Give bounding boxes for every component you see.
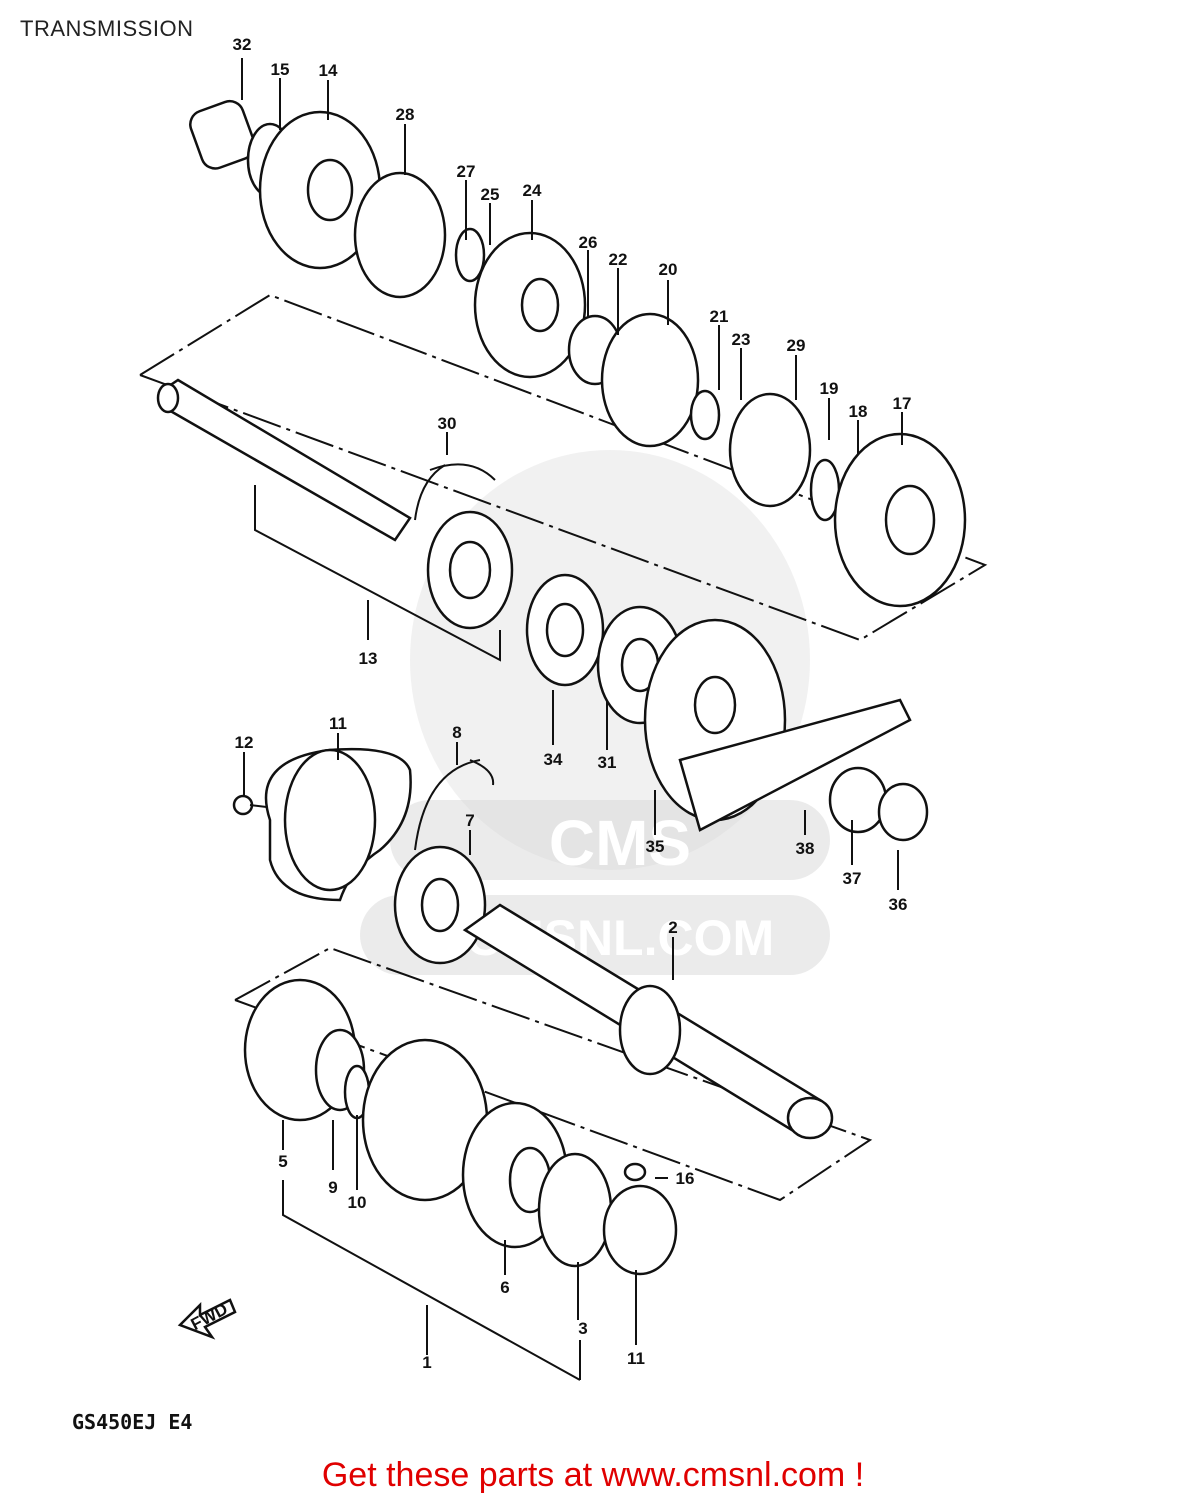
label-part-33: 32 bbox=[233, 35, 252, 54]
model-code: GS450EJ E4 bbox=[72, 1410, 193, 1434]
label-part-2: 2 bbox=[668, 918, 677, 937]
label-part-27: 26 bbox=[579, 233, 598, 252]
watermark-logo: CMS bbox=[549, 807, 691, 879]
label-part-17: 15 bbox=[271, 60, 290, 79]
label-part-9: 7 bbox=[465, 811, 474, 830]
fwd-label: FWD bbox=[188, 1299, 231, 1334]
label-part-35: 35 bbox=[646, 837, 665, 856]
label-part-30: 29 bbox=[787, 336, 806, 355]
label-part-19: 18 bbox=[849, 402, 868, 421]
label-part-11: 11 bbox=[627, 1349, 645, 1368]
label-part-7: 9 bbox=[328, 1178, 337, 1197]
label-part-32: 31 bbox=[598, 753, 617, 772]
label-part-24: 23 bbox=[732, 330, 751, 349]
label-part-22: 21 bbox=[710, 307, 729, 326]
label-part-29: 28 bbox=[396, 105, 415, 124]
label-part-31: 30 bbox=[438, 414, 457, 433]
label-part-34: 34 bbox=[544, 750, 563, 769]
part-number-labels: 32 15 14 28 27 25 24 26 22 20 21 23 29 1… bbox=[233, 35, 912, 1372]
label-part-13: 11 bbox=[329, 714, 347, 733]
label-part-36: 36 bbox=[889, 895, 908, 914]
label-part-21: 20 bbox=[659, 260, 678, 279]
diagram-title: TRANSMISSION bbox=[20, 16, 194, 41]
label-part-16: 14 bbox=[319, 61, 338, 80]
label-part-8: 10 bbox=[348, 1193, 367, 1212]
label-part-14: 12 bbox=[235, 733, 254, 752]
label-part-18: 17 bbox=[893, 394, 912, 413]
leader-lines bbox=[241, 58, 903, 1355]
upper-gear-cluster bbox=[189, 99, 967, 608]
label-part-38: 38 bbox=[796, 839, 815, 858]
label-part-20: 19 bbox=[820, 379, 839, 398]
label-part-25: 24 bbox=[523, 181, 542, 200]
label-part-6: 6 bbox=[500, 1278, 509, 1297]
label-part-10: 8 bbox=[452, 723, 461, 742]
forward-direction-arrow: FWD bbox=[177, 1298, 237, 1340]
driveshaft bbox=[393, 845, 834, 1140]
label-part-5: 5 bbox=[278, 1152, 287, 1171]
driveshaft-gears bbox=[243, 978, 678, 1276]
label-part-15: 13 bbox=[359, 649, 378, 668]
bearing-retainer-group bbox=[232, 747, 495, 902]
label-part-1: 1 bbox=[422, 1353, 431, 1372]
label-part-23: 22 bbox=[609, 250, 628, 269]
cmsnl-call-to-action[interactable]: Get these parts at www.cmsnl.com ! bbox=[321, 1456, 865, 1494]
label-part-37: 37 bbox=[843, 869, 862, 888]
label-part-3: 3 bbox=[578, 1319, 587, 1338]
label-part-12: 16 bbox=[676, 1169, 695, 1188]
countershaft bbox=[156, 378, 496, 542]
countershaft-bearings-sprocket bbox=[426, 510, 929, 842]
label-part-28: 27 bbox=[457, 162, 476, 181]
label-part-26: 25 bbox=[481, 185, 500, 204]
